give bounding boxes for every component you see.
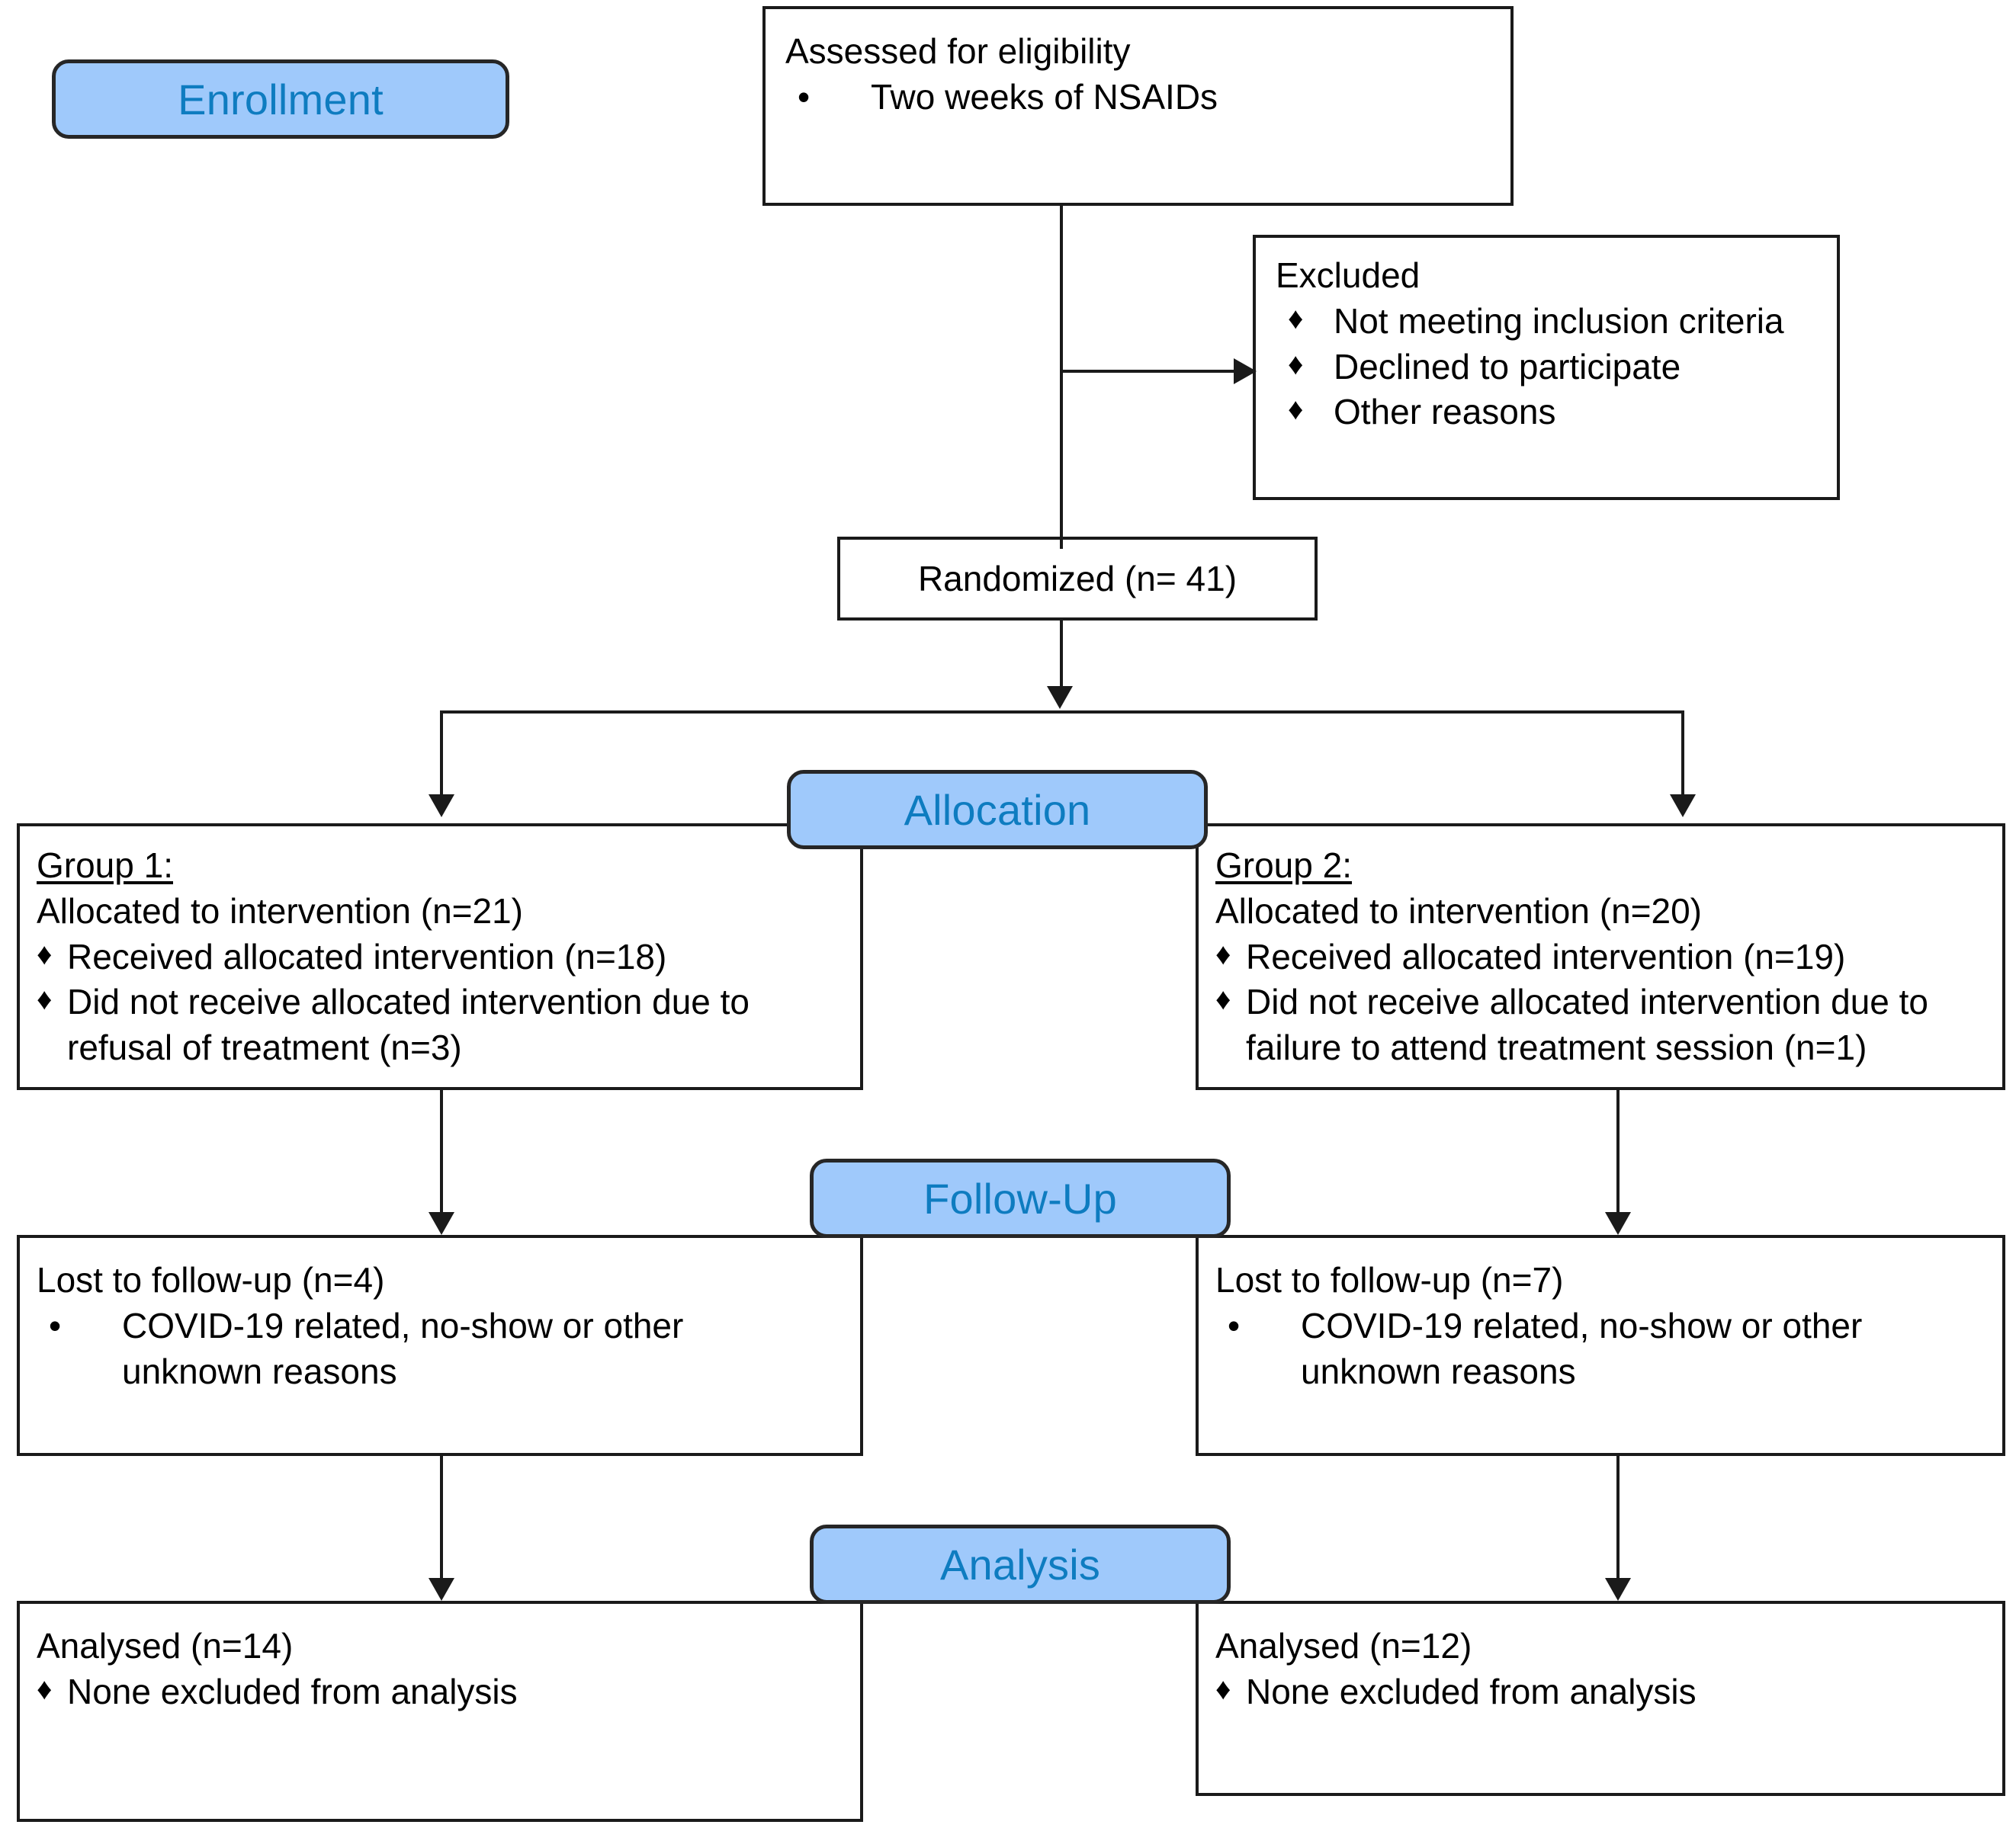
excluded-item-text: Not meeting inclusion criteria [1334,300,1784,341]
arrow-g2-followup-to-analysis [1605,1578,1631,1601]
analysis-group1-box: Analysed (n=14) ♦ None excluded from ana… [17,1601,863,1822]
diamond-bullet-icon: ♦ [1215,1672,1231,1706]
analysis-g1-item-text: None excluded from analysis [67,1671,518,1711]
analysis-g1-item: ♦ None excluded from analysis [37,1669,843,1715]
followup-g1-heading: Lost to follow-up (n=4) [37,1260,385,1300]
excluded-heading: Excluded [1276,255,1421,295]
group1-allocated: Allocated to intervention (n=21) [37,890,524,931]
arrow-split-right [1670,794,1696,817]
round-bullet-icon: • [798,76,811,117]
followup-g1-item: • COVID-19 related, no-show or other unk… [37,1304,843,1395]
stage-label-analysis-text: Analysis [939,1540,1101,1589]
assessed-item: • Two weeks of NSAIDs [785,75,1491,120]
arrow-randomized-down [1047,686,1073,709]
arrow-g2-alloc-to-followup [1605,1212,1631,1235]
connector-to-excluded [1060,370,1235,373]
connector-randomized-down [1060,621,1063,691]
group2-item-text: Did not receive allocated intervention d… [1246,982,1929,1068]
stage-label-allocation: Allocation [787,770,1208,849]
diamond-bullet-icon: ♦ [1288,393,1304,427]
stage-label-enrollment: Enrollment [52,59,509,139]
allocation-group1-box: Group 1: Allocated to intervention (n=21… [17,823,863,1090]
stage-label-allocation-text: Allocation [904,785,1091,834]
assessed-for-eligibility-box: Assessed for eligibility • Two weeks of … [762,6,1514,206]
group1-item-text: Did not receive allocated intervention d… [67,982,750,1068]
group2-item: ♦ Did not receive allocated intervention… [1215,980,1993,1071]
excluded-box: Excluded ♦ Not meeting inclusion criteri… [1253,235,1840,500]
stage-label-followup: Follow-Up [810,1159,1231,1238]
group2-label: Group 2: [1215,845,1352,885]
randomized-box: Randomized (n= 41) [837,537,1318,621]
connector-assessed-to-randomized [1060,206,1063,549]
stage-label-analysis: Analysis [810,1525,1231,1604]
group2-allocated: Allocated to intervention (n=20) [1215,890,1703,931]
group1-item: ♦ Did not receive allocated intervention… [37,980,846,1071]
excluded-item: ♦ Not meeting inclusion criteria [1276,299,1817,345]
connector-g2-followup-to-analysis [1616,1456,1620,1584]
diamond-bullet-icon: ♦ [1288,347,1304,381]
followup-group1-box: Lost to follow-up (n=4) • COVID-19 relat… [17,1235,863,1456]
stage-label-followup-text: Follow-Up [923,1174,1117,1223]
followup-g2-item: • COVID-19 related, no-show or other unk… [1215,1304,1986,1395]
assessed-item-text: Two weeks of NSAIDs [871,76,1218,117]
excluded-item: ♦ Declined to participate [1276,345,1817,390]
diamond-bullet-icon: ♦ [1215,983,1231,1017]
analysis-g2-item-text: None excluded from analysis [1246,1671,1697,1711]
connector-split-left [440,710,443,800]
arrow-g1-followup-to-analysis [429,1578,454,1601]
analysis-group2-box: Analysed (n=12) ♦ None excluded from ana… [1196,1601,2005,1796]
followup-g2-heading: Lost to follow-up (n=7) [1215,1260,1564,1300]
diamond-bullet-icon: ♦ [37,983,53,1017]
connector-g1-followup-to-analysis [440,1456,443,1584]
group2-item: ♦ Received allocated intervention (n=19) [1215,935,1993,980]
group1-label: Group 1: [37,845,173,885]
group1-item: ♦ Received allocated intervention (n=18) [37,935,846,980]
assessed-heading: Assessed for eligibility [785,31,1131,71]
excluded-item-text: Declined to participate [1334,346,1681,386]
followup-g2-item-text: COVID-19 related, no-show or other unkno… [1301,1305,1863,1391]
allocation-split-bus [440,710,1684,714]
arrow-g1-alloc-to-followup [429,1212,454,1235]
randomized-label: Randomized (n= 41) [917,559,1238,598]
round-bullet-icon: • [49,1305,62,1345]
followup-group2-box: Lost to follow-up (n=7) • COVID-19 relat… [1196,1235,2005,1456]
analysis-g2-item: ♦ None excluded from analysis [1215,1669,1986,1715]
diamond-bullet-icon: ♦ [37,1672,53,1706]
excluded-item: ♦ Other reasons [1276,390,1817,435]
round-bullet-icon: • [1228,1305,1241,1345]
diamond-bullet-icon: ♦ [1215,937,1231,971]
analysis-g1-heading: Analysed (n=14) [37,1626,294,1666]
excluded-item-text: Other reasons [1334,392,1556,432]
diamond-bullet-icon: ♦ [37,937,53,971]
followup-g1-item-text: COVID-19 related, no-show or other unkno… [122,1305,684,1391]
stage-label-enrollment-text: Enrollment [178,75,384,123]
connector-split-right [1681,710,1684,800]
allocation-group2-box: Group 2: Allocated to intervention (n=20… [1196,823,2005,1090]
diamond-bullet-icon: ♦ [1288,301,1304,335]
connector-g2-alloc-to-followup [1616,1090,1620,1218]
analysis-g2-heading: Analysed (n=12) [1215,1626,1472,1666]
arrow-to-excluded [1234,358,1257,384]
arrow-split-left [429,794,454,817]
group2-item-text: Received allocated intervention (n=19) [1246,936,1846,977]
connector-g1-alloc-to-followup [440,1090,443,1218]
group1-item-text: Received allocated intervention (n=18) [67,936,667,977]
